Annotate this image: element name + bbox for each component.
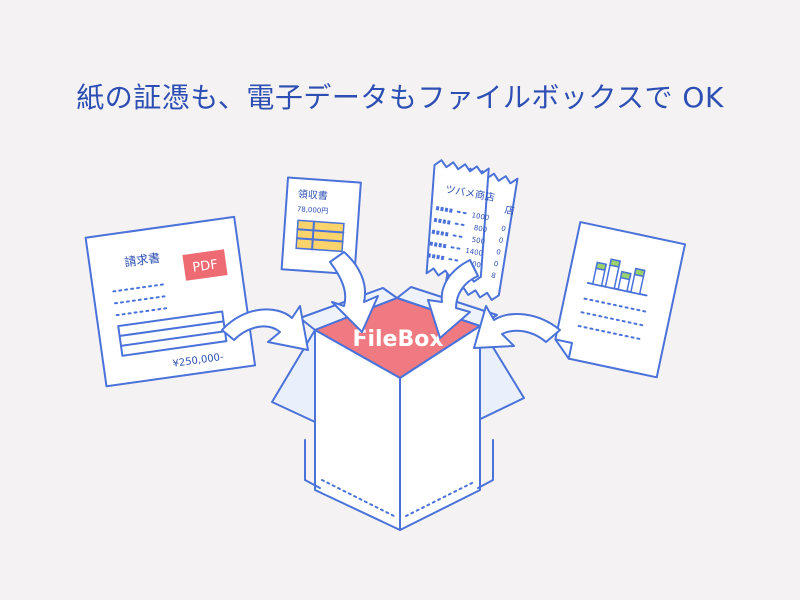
- ticket-back-value: 0: [493, 260, 499, 269]
- receipt-document: 領収書 78,000円: [280, 176, 362, 275]
- ticket-dots: [456, 210, 471, 215]
- report-bar-top: [633, 267, 646, 278]
- register-receipt-front-paper: [425, 159, 490, 283]
- ticket-value: 1400: [465, 247, 484, 258]
- invoice-line-3: [115, 307, 168, 317]
- ticket-dots: [454, 222, 469, 227]
- invoice-line-1: [112, 283, 164, 293]
- invoice-paper: [84, 215, 257, 388]
- register-receipt-front: ツバメ商店 1000 800 500 1400: [425, 159, 496, 283]
- ticket-dots: [448, 258, 463, 263]
- arrow-from-receipt: [329, 251, 379, 333]
- report-paper: [554, 221, 687, 379]
- invoice-document: 請求書 ¥250,000-: [84, 215, 257, 388]
- ticket-value: 300: [467, 259, 482, 269]
- ticket-row: 300: [427, 253, 482, 270]
- ticket-row: 500: [431, 229, 486, 246]
- receipt-title: 領収書: [297, 187, 328, 202]
- ticket-back-value: 0: [500, 224, 506, 233]
- ticket-row: 1400: [429, 241, 484, 258]
- receipt-table-row-2: [295, 237, 344, 243]
- report-line-1: [583, 297, 650, 314]
- ticket-value: 500: [471, 236, 486, 246]
- receipt-amount: 78,000円: [297, 205, 329, 215]
- ticket-row: 1000: [435, 206, 490, 222]
- arrow-from-report: [473, 305, 561, 349]
- ticket-back-value: 0: [498, 236, 504, 245]
- ticket-back-title: 店: [504, 203, 516, 218]
- headline: 紙の証憑も、電子データもファイルボックスで OK: [76, 81, 724, 114]
- ticket-dots: [450, 246, 465, 251]
- report-document: [554, 221, 687, 379]
- ticket-item-marks: [435, 206, 455, 214]
- pdf-badge: PDF: [182, 249, 228, 281]
- ticket-item-marks: [429, 241, 448, 249]
- invoice-table-row-1: [118, 320, 225, 337]
- receipt-table-col: [311, 220, 316, 251]
- receipt-table-row-1: [296, 228, 345, 234]
- invoice-line-2: [114, 295, 166, 305]
- arrow-from-invoice: [221, 305, 309, 351]
- arrow-from-ticket: [427, 259, 479, 339]
- box-edge-left: [304, 439, 321, 489]
- ticket-dots: [452, 234, 467, 239]
- report-bar-top: [609, 258, 621, 268]
- invoice-title: 請求書: [123, 251, 161, 270]
- box-edge-right: [477, 439, 494, 489]
- pdf-badge-label: PDF: [192, 257, 219, 275]
- report-line-3: [577, 324, 644, 341]
- invoice-table-row-2: [120, 330, 226, 347]
- report-corner-fold: [554, 338, 574, 360]
- ticket-back-value: 0: [496, 248, 502, 257]
- box-dash-right: [405, 481, 475, 517]
- ticket-row: 800: [433, 217, 488, 234]
- ticket-back-value: 8: [491, 271, 497, 280]
- ticket-value: 1000: [471, 211, 490, 222]
- pdf-badge-bg: [182, 249, 228, 281]
- box-dash-left: [321, 479, 395, 517]
- report-bar-top: [595, 261, 608, 272]
- report-bar-top: [619, 270, 632, 281]
- box-front-right: [399, 325, 481, 531]
- ticket-item-marks: [431, 229, 451, 237]
- ticket-item-marks: [427, 253, 446, 261]
- receipt-table: [295, 219, 345, 253]
- ticket-value: 800: [473, 224, 488, 234]
- report-line-2: [580, 311, 647, 327]
- box-label: FileBox: [352, 327, 443, 352]
- ticket-item-marks: [433, 217, 453, 225]
